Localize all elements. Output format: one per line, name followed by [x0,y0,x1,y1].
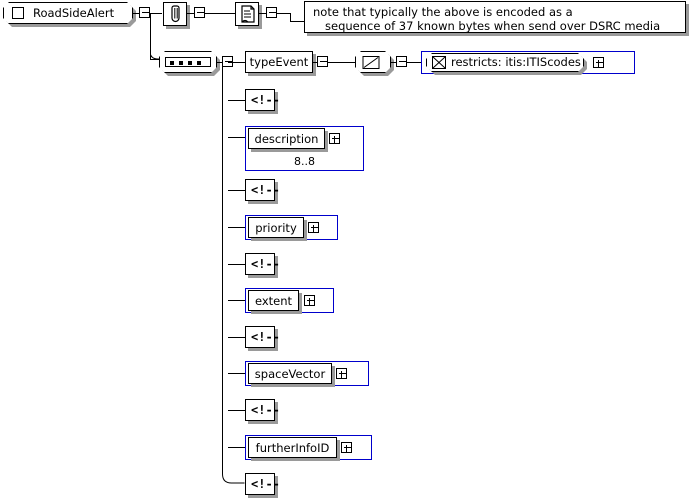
line-to-comment-2 [228,190,245,191]
line-root-branch-top [150,13,162,14]
line-toggle-to-documentation [205,13,235,14]
element-typeEvent[interactable]: typeEvent [245,51,313,73]
line-to-spaceVector [228,373,245,374]
line-curve-to-sequence [150,45,172,60]
annotation-icon [171,5,180,23]
line-to-typeEvent [228,62,245,63]
element-extent[interactable]: extent [248,290,299,311]
restricts-node[interactable] [426,53,584,72]
line-simpletype-to-toggle [391,62,397,63]
sequence-icon [165,57,211,67]
line-to-comment-5 [228,410,245,411]
spaceVector-expand-toggle[interactable] [336,368,347,379]
description-facet: 8..8 [294,155,315,168]
element-icon [12,7,24,19]
comment-node-3[interactable] [245,253,275,275]
line-to-description [228,137,245,138]
line-root-branch-vertical [150,13,151,59]
extent-expand-toggle[interactable] [304,295,315,306]
comment-node-2[interactable] [245,179,275,201]
comment-node-6[interactable] [245,473,275,495]
description-expand-toggle[interactable] [329,133,340,144]
comment-6-label: <!-- [251,477,280,491]
comment-3-label: <!-- [251,257,280,271]
root-element-label: RoadSideAlert [33,6,115,20]
restriction-icon [432,56,446,69]
line-typeEvent-to-toggle [313,62,318,63]
note-line-2: sequence of 37 known bytes when send ove… [325,19,661,33]
restricts-expand-toggle[interactable] [593,57,604,68]
line-typeEvent-to-simpletype [328,62,355,63]
comment-node-4[interactable] [245,326,275,348]
line-to-restricts [407,62,422,63]
line-sequence-to-toggle [217,62,223,63]
line-to-extent [228,300,245,301]
priority-expand-toggle[interactable] [308,222,319,233]
line-to-comment-4 [228,337,245,338]
element-spaceVector[interactable]: spaceVector [248,363,332,384]
simple-type-icon [362,56,380,69]
comment-1-label: <!-- [251,93,280,107]
sequence-expand-toggle[interactable] [222,56,233,67]
documentation-expand-toggle[interactable] [266,7,277,18]
documentation-note-box [304,1,686,33]
line-children-spine [222,62,223,474]
furtherInfoID-expand-toggle[interactable] [341,442,352,453]
comment-node-5[interactable] [245,399,275,421]
line-curve-to-comment-6 [222,462,245,484]
line-to-priority [228,227,245,228]
comment-node-1[interactable] [245,89,275,111]
comment-4-label: <!-- [251,330,280,344]
element-priority[interactable]: priority [248,217,304,238]
element-furtherInfoID[interactable]: furtherInfoID [248,437,337,458]
line-to-furtherInfoID [228,447,245,448]
line-toggle-to-note-v [290,13,291,22]
line-root-to-toggle [133,13,140,14]
simple-type-expand-toggle[interactable] [396,56,407,67]
typeEvent-expand-toggle[interactable] [317,56,328,67]
line-annotation-to-toggle [187,13,195,14]
element-description[interactable]: description [248,128,325,149]
line-toggle-to-note-h [277,13,291,14]
line-note-entry [290,21,304,22]
line-to-comment-1 [228,100,245,101]
comment-5-label: <!-- [251,403,280,417]
line-root-branch-bottom [150,59,162,60]
root-expand-toggle[interactable] [139,7,150,18]
restricts-label: restricts: itis:ITIScodes [451,55,581,69]
line-to-comment-3 [228,264,245,265]
line-documentation-to-toggle [259,13,267,14]
root-element-RoadSideAlert[interactable] [3,2,133,24]
note-line-1: note that typically the above is encoded… [313,5,573,19]
comment-2-label: <!-- [251,183,280,197]
annotation-expand-toggle[interactable] [194,7,205,18]
documentation-icon [241,5,255,23]
